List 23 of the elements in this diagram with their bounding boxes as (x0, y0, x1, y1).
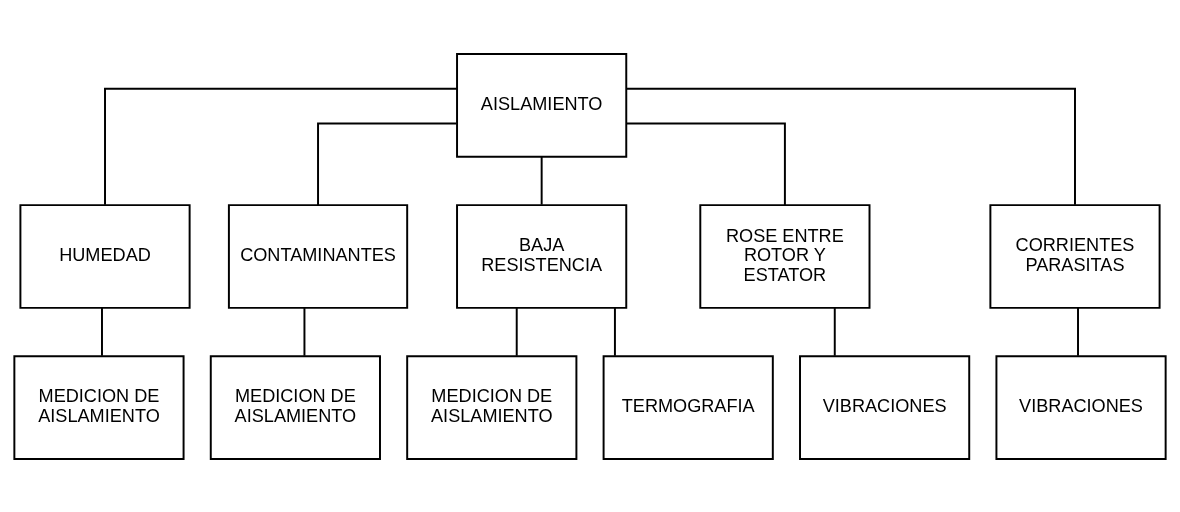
connector (613, 306, 616, 357)
node-box: BAJA RESISTENCIA (456, 203, 628, 309)
node-box: TERMOGRAFIA (602, 354, 774, 460)
node-box: CONTAMINANTES (227, 203, 409, 309)
node-box: AISLAMIENTO (456, 52, 628, 158)
node-box: HUMEDAD (19, 203, 191, 309)
connector (515, 306, 518, 357)
node-box: CORRIENTES PARASITAS (989, 203, 1161, 309)
connector (540, 155, 543, 206)
connector (104, 87, 458, 206)
node-box: VIBRACIONES (799, 354, 971, 460)
connector (833, 306, 836, 357)
connector (625, 122, 786, 206)
connector (1077, 306, 1079, 357)
node-box: MEDICION DE AISLAMIENTO (406, 354, 578, 460)
node-box: MEDICION DE AISLAMIENTO (13, 354, 185, 460)
node-box: VIBRACIONES (995, 354, 1167, 460)
connector (625, 87, 1076, 206)
connector (317, 122, 458, 206)
node-box: ROSE ENTRE ROTOR Y ESTATOR (699, 203, 871, 309)
connector (303, 306, 306, 357)
node-box: MEDICION DE AISLAMIENTO (209, 354, 381, 460)
connector (101, 306, 103, 357)
